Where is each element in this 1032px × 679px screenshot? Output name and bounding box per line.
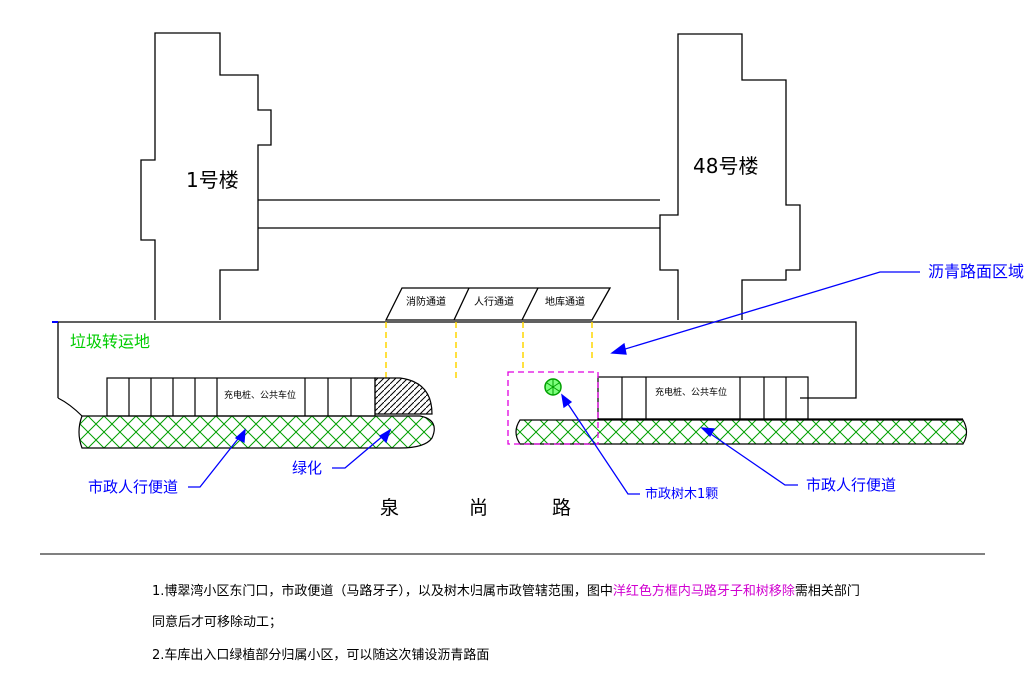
- tree-icon: [544, 378, 562, 396]
- note-line-1-text: 1.博翠湾小区东门口，市政便道（马路牙子），以及树木归属市政管辖范围，图中: [152, 584, 613, 599]
- greening-left-end: [374, 377, 433, 415]
- note-line-3: 2.车库出入口绿植部分归属小区，可以随这次铺设沥青路面: [152, 648, 490, 663]
- garbage-station-label: 垃圾转运地: [70, 332, 151, 351]
- parking-row-right: [597, 376, 809, 420]
- building-48-outline: [659, 33, 801, 320]
- leader-sidewalk-right: [700, 427, 798, 486]
- building-1-label: 1号楼: [186, 168, 239, 192]
- sidewalk-right: [515, 419, 968, 445]
- site-boundary: [57, 321, 857, 399]
- sidewalk-left-edge: [57, 397, 83, 417]
- garage-lane-label: 地库通道: [545, 297, 585, 308]
- tree-label: 市政树木1颗: [645, 487, 719, 502]
- road-name-char-2: 尚: [469, 497, 489, 519]
- fire-lane-label: 消防通道: [406, 297, 446, 308]
- road-name-char-1: 泉: [380, 497, 400, 519]
- building-48-label: 48号楼: [693, 154, 759, 178]
- sidewalk-right-label: 市政人行便道: [806, 476, 897, 494]
- pedestrian-lane-label: 人行通道: [474, 297, 514, 308]
- lane-guide-lines: [385, 322, 593, 382]
- road-name-char-3: 路: [552, 497, 572, 519]
- parking-right-label: 充电桩、公共车位: [655, 388, 728, 398]
- leader-sidewalk-left: [188, 428, 246, 488]
- removal-zone-box: [507, 371, 599, 445]
- parking-left-label: 充电桩、公共车位: [224, 391, 297, 401]
- asphalt-area-label: 沥青路面区域: [928, 262, 1025, 281]
- leader-asphalt: [610, 271, 920, 355]
- building-1-outline: [140, 32, 272, 320]
- note-line-1-end: 需相关部门: [794, 584, 860, 599]
- note-line-1: 1.博翠湾小区东门口，市政便道（马路牙子），以及树木归属市政管辖范围，图中洋红色…: [152, 585, 860, 598]
- note-line-2: 同意后才可移除动工；: [152, 615, 283, 630]
- leader-tree: [561, 393, 640, 495]
- leader-greening: [332, 428, 392, 469]
- sidewalk-left-label: 市政人行便道: [88, 478, 179, 496]
- lane-labels-box: [384, 287, 612, 321]
- greening-label: 绿化: [292, 459, 323, 477]
- sidewalk-left: [78, 415, 435, 449]
- note-line-1-highlight: 洋红色方框内马路牙子和树移除: [612, 584, 795, 599]
